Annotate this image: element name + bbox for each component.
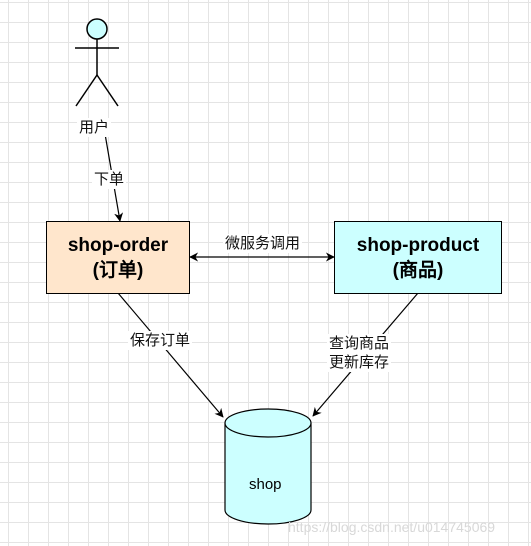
user-actor-icon — [75, 18, 119, 107]
shop-product-subtitle: (商品) — [392, 259, 444, 281]
rpc-edge-label: 微服务调用 — [223, 234, 303, 253]
shop-product-node: shop-product (商品) — [334, 221, 502, 294]
actor-head — [86, 18, 108, 40]
shop-order-name: shop-order — [67, 234, 169, 256]
query-edge-label-line2: 更新库存 — [329, 354, 390, 371]
watermark: https://blog.csdn.net/u014745069 — [288, 519, 496, 535]
actor-label: 用户 — [77, 118, 112, 137]
shop-database-label: shop — [249, 476, 282, 493]
shop-order-subtitle: (订单) — [92, 259, 144, 281]
shop-product-name: shop-product — [356, 234, 480, 256]
save-edge — [117, 292, 224, 418]
shop-order-node: shop-order (订单) — [46, 221, 190, 294]
shop-database — [224, 408, 312, 525]
save-edge-label: 保存订单 — [128, 331, 193, 350]
order-edge-label: 下单 — [92, 170, 127, 189]
query-edge-label-line1: 查询商品 — [329, 335, 390, 352]
query-edge-label: 查询商品 更新库存 — [327, 334, 392, 372]
